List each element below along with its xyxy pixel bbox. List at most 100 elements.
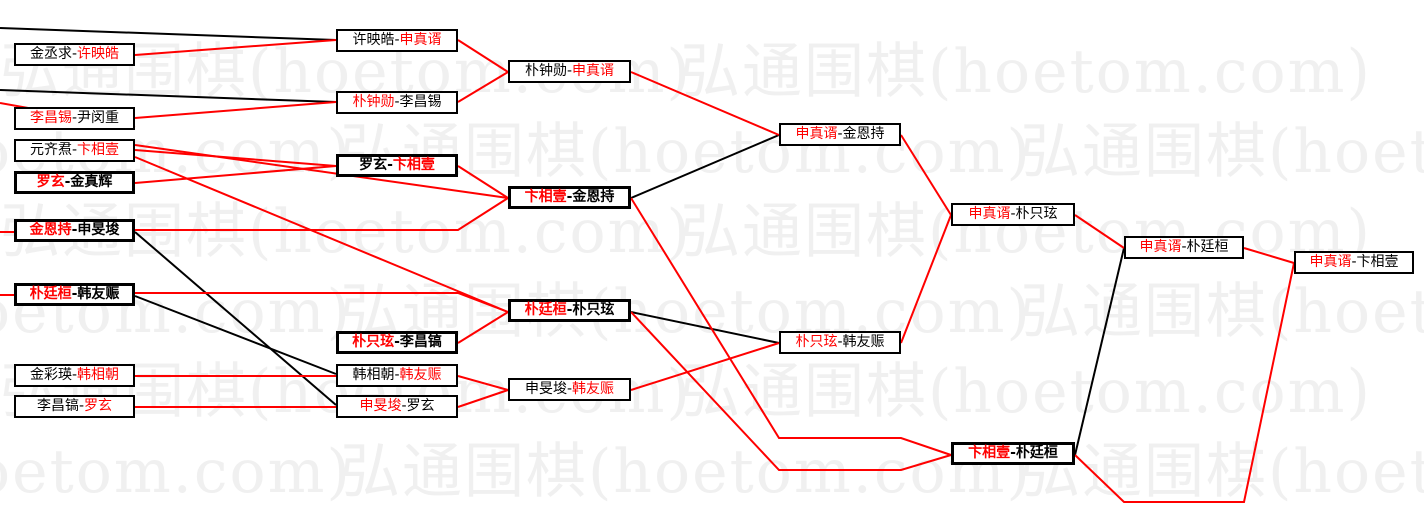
connector-line (457, 71, 509, 103)
player-name: 朴廷桓 (524, 302, 567, 318)
player-name: 申真谞 (572, 63, 615, 79)
connector-line (630, 71, 780, 136)
player-name: 韩相朝 (77, 367, 120, 383)
match-box: 朴廷桓-韩友赈 (14, 283, 135, 306)
watermark-text: 弘通围棋(hoetom.com) (340, 437, 1032, 507)
match-box: 李昌锡-尹闵重 (14, 107, 135, 130)
player-name: 韩友赈 (842, 334, 885, 350)
connector-line (457, 39, 509, 73)
player-name: 韩友赈 (399, 367, 442, 383)
winner-connectors (0, 39, 1295, 503)
connector-line (630, 311, 952, 471)
match-box: 元齐焄-卞相壹 (14, 139, 135, 162)
player-name: 韩友赈 (572, 381, 615, 397)
connector-line (134, 231, 337, 406)
player-name: 罗玄 (406, 398, 435, 414)
connector-line (134, 295, 337, 375)
player-name: 朴只玹 (572, 302, 615, 318)
player-name: 卞相壹 (392, 157, 435, 173)
connector-line (0, 89, 337, 103)
player-name: 朴只玹 (795, 334, 838, 350)
player-name: 韩相朝 (352, 367, 395, 383)
player-name: 罗玄 (359, 157, 388, 173)
player-name: 卞相壹 (524, 189, 567, 205)
match-box: 朴廷桓-朴只玹 (508, 299, 631, 322)
player-name: 申旻埈 (524, 381, 567, 397)
connector-line (134, 149, 337, 167)
player-name: 李昌锡 (29, 110, 72, 126)
connector-line (630, 342, 780, 391)
player-name: 李昌镐 (399, 334, 442, 350)
watermark-text: 弘通围棋(hoetom.com) (0, 437, 352, 507)
player-name: 李昌锡 (399, 94, 442, 110)
connector-line (457, 165, 509, 199)
match-box: 韩相朝-韩友赈 (336, 364, 458, 387)
match-box: 朴只玹-李昌镐 (336, 331, 458, 354)
connector-line (135, 292, 509, 313)
connector-line (457, 311, 509, 344)
match-box: 罗玄-卞相壹 (336, 154, 458, 177)
connector-line (900, 134, 952, 216)
player-name: 金彩瑛 (29, 367, 72, 383)
player-name: 朴钟勋 (524, 63, 567, 79)
match-box: 罗玄-金真辉 (14, 171, 135, 194)
connector-line (457, 389, 509, 408)
player-name: 金丞求 (29, 46, 72, 62)
player-name: 元齐焄 (29, 142, 72, 158)
player-name: 卞相壹 (77, 142, 120, 158)
connector-line (630, 197, 952, 456)
player-name: 朴廷桓 (1015, 445, 1058, 461)
watermark-text: 弘通围棋(hoetom.com) (1020, 437, 1424, 507)
watermark-text: 弘通围棋(hoetom.com) (680, 37, 1372, 107)
player-name: 金恩持 (842, 126, 885, 142)
player-name: 卞相壹 (968, 445, 1011, 461)
match-box: 申旻埈-韩友赈 (508, 378, 631, 401)
match-box: 金丞求-许映皓 (14, 43, 135, 66)
connector-line (134, 156, 509, 313)
player-name: 许映皓 (352, 32, 395, 48)
match-box: 卞相壹-金恩持 (508, 186, 631, 209)
player-name: 朴廷桓 (29, 286, 72, 302)
player-name: 申真谞 (795, 126, 838, 142)
player-name: 朴廷桓 (1186, 239, 1229, 255)
connector-line (1074, 262, 1295, 503)
watermark-text: 弘通围棋(hoetom.com) (1020, 277, 1424, 347)
match-box: 李昌镐-罗玄 (14, 395, 135, 418)
connector-line (900, 214, 952, 344)
player-name: 申真谞 (399, 32, 442, 48)
connector-line (0, 27, 337, 41)
player-name: 申真谞 (968, 206, 1011, 222)
player-name: 尹闵重 (77, 110, 120, 126)
match-box: 金彩瑛-韩相朝 (14, 364, 135, 387)
connector-line (630, 134, 780, 199)
player-name: 朴只玹 (352, 334, 395, 350)
connector-line (457, 375, 509, 391)
match-box: 朴只玹-韩友赈 (779, 331, 901, 354)
connector-line (1074, 214, 1125, 249)
player-name: 李昌镐 (36, 398, 79, 414)
player-name: 朴钟勋 (352, 94, 395, 110)
player-name: 许映皓 (77, 46, 120, 62)
match-box: 卞相壹-朴廷桓 (951, 442, 1075, 465)
connector-line (630, 311, 780, 344)
match-box: 朴钟勋-申真谞 (508, 60, 631, 83)
watermark-text: 弘通围棋(hoetom.com) (1020, 117, 1424, 187)
watermark-text: 弘通围棋(hoetom.com) (680, 357, 1372, 427)
player-name: 申旻埈 (359, 398, 402, 414)
connector-line (1074, 247, 1125, 456)
player-name: 金恩持 (29, 222, 72, 238)
connector-line (134, 101, 337, 119)
player-name: 卞相壹 (1356, 254, 1399, 270)
connector-line (134, 144, 509, 199)
player-name: 申真谞 (1139, 239, 1182, 255)
match-box: 金恩持-申旻埈 (14, 219, 135, 242)
player-name: 申真谞 (1309, 254, 1352, 270)
match-box: 申真谞-朴廷桓 (1124, 236, 1244, 259)
match-box: 许映皓-申真谞 (336, 29, 458, 52)
connector-line (134, 39, 337, 56)
player-name: 罗玄 (84, 398, 113, 414)
player-name: 金恩持 (572, 189, 615, 205)
connector-line (135, 197, 509, 231)
